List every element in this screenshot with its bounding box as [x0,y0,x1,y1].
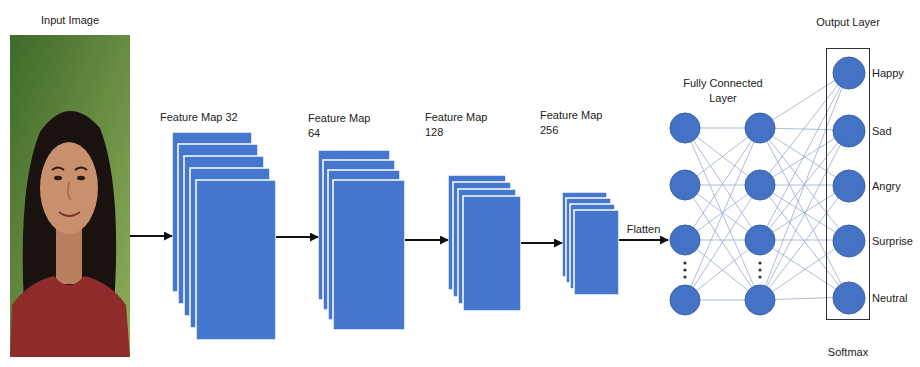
feature-map-128-stack [448,175,521,311]
feature-map-stack: Feature Map 32 [172,132,276,340]
layer-label: Feature Map 32 [160,110,238,124]
neuron [745,225,775,255]
layer-label: Fully Connected Layer [673,76,773,105]
input-photo [10,35,130,357]
neuron [745,113,775,143]
hair [23,111,116,305]
dot [758,275,761,278]
flow-arrow [130,235,172,237]
feature-map [574,210,619,295]
neuron-outline [832,56,866,90]
dot [683,268,686,271]
mouth [59,212,80,216]
neuron [670,285,700,315]
layer-label: Output Layer [816,15,880,29]
class-label: Surprise [872,234,913,248]
output-neuron: Happy [832,56,866,90]
feature-map [463,196,521,311]
class-label: Angry [872,179,901,193]
nose [68,182,71,200]
weight-line [760,130,848,300]
layer-label: Feature Map 64 [308,111,380,140]
output-neuron: Neutral [832,281,866,315]
dot [683,261,686,264]
neuron-outline [832,281,866,315]
feature-map [333,180,405,330]
weight-line [685,128,760,300]
dot [758,268,761,271]
output-neuron: Angry [832,169,866,203]
weight-line [685,128,760,300]
neuron-outline [832,224,866,258]
input-image: Input Image [10,35,130,357]
ellipsis-dots [683,261,761,278]
feature-map-64-stack [318,150,405,330]
class-label: Happy [872,66,904,80]
feature-map-stack: Feature Map 128 [448,175,521,311]
flow-arrow [405,239,448,241]
photo-background [10,35,130,357]
neuron-outline [832,169,866,203]
neuron [745,285,775,315]
neuron-circle [833,225,865,257]
class-label: Neutral [872,291,907,305]
shirt [10,276,130,357]
dense-connections [685,72,848,300]
neuron [745,170,775,200]
weight-line [760,128,848,297]
class-label: Sad [872,124,892,138]
dot [758,261,761,264]
output-layer-box: Output LayerSoftmaxHappySadAngrySurprise… [826,48,870,320]
neuron [670,113,700,143]
neuron-outline [832,114,866,148]
feature-map-256-stack [562,192,619,295]
neuron-circle [833,115,865,147]
neuron-circle [833,57,865,89]
feature-map [196,180,276,340]
eye [54,176,62,180]
flow-arrow [276,236,318,238]
neuron [670,170,700,200]
connectors [130,236,668,243]
layer-label: Input Image [41,13,99,27]
flow-arrow [619,239,668,241]
eye [77,176,85,180]
feature-map-stack: Feature Map 64 [318,150,405,330]
hair-fringe [39,122,101,178]
layer-label: Feature Map 128 [425,110,497,139]
flow-arrow [521,242,562,244]
feature-map-32-stack [172,132,276,340]
edge-label: Flatten [626,222,662,236]
fully-connected-layer: Fully Connected Layer [668,111,778,317]
layer-label: Softmax [828,345,868,359]
feature-map-stack: Feature Map 256 [562,192,619,295]
neuron-circle [833,170,865,202]
output-neuron: Surprise [832,224,866,258]
dot [683,275,686,278]
eyebrows [52,168,87,171]
neuron [670,225,700,255]
face [40,142,98,234]
layer-label: Feature Map 256 [540,108,612,137]
output-neuron: Sad [832,114,866,148]
hidden-neurons [670,113,775,315]
neuron-circle [833,282,865,314]
